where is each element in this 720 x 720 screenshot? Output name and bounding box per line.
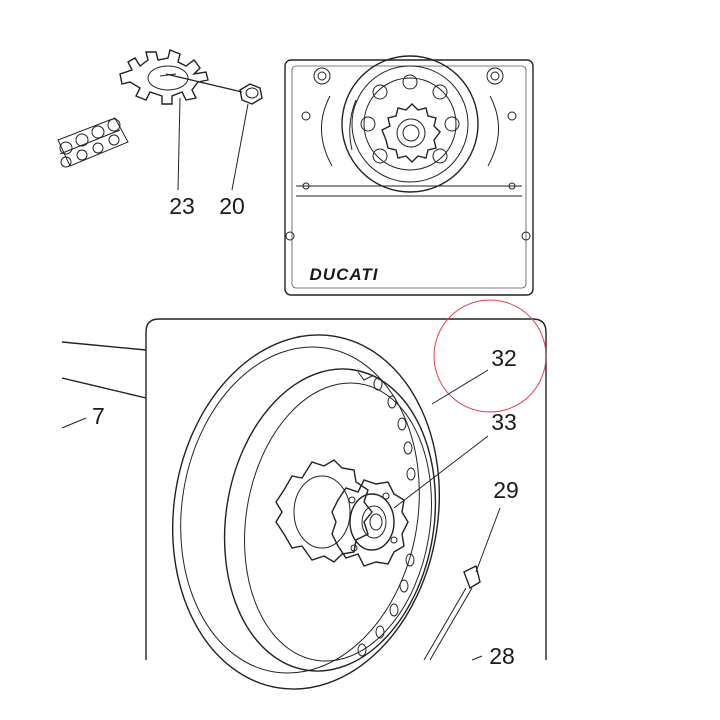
swingarm-line-bottom xyxy=(61,377,147,399)
swingarm-line-top xyxy=(61,341,147,351)
part-label-7: 7 xyxy=(92,403,105,429)
part-label-29: 29 xyxy=(493,477,519,503)
chain-segment[interactable] xyxy=(57,117,129,168)
highlight-circle-32 xyxy=(433,299,547,413)
part-label-23: 23 xyxy=(169,193,195,219)
wheel-panel-frame xyxy=(145,318,547,660)
wheel-hub[interactable] xyxy=(275,459,409,567)
leader-line-20 xyxy=(231,103,249,191)
sprocket-kit-plate[interactable]: DUCATI xyxy=(284,55,534,296)
part-label-32: 32 xyxy=(491,345,517,371)
brand-plate-logo: DUCATI xyxy=(310,265,379,284)
nut[interactable] xyxy=(239,83,263,105)
leader-line-33 xyxy=(393,435,489,509)
sprocket-bolt-line xyxy=(165,73,243,93)
leader-line-28 xyxy=(471,655,483,661)
spoke-with-nipple[interactable] xyxy=(423,564,481,661)
small-sprocket[interactable] xyxy=(119,49,209,105)
part-label-28: 28 xyxy=(489,643,515,669)
part-label-33: 33 xyxy=(491,409,517,435)
leader-line-29 xyxy=(475,507,501,573)
rear-wheel-rim[interactable] xyxy=(148,316,464,709)
leader-line-32 xyxy=(431,369,489,405)
leader-line-23 xyxy=(177,97,181,191)
leader-line-7 xyxy=(61,417,87,429)
part-label-20: 20 xyxy=(219,193,245,219)
